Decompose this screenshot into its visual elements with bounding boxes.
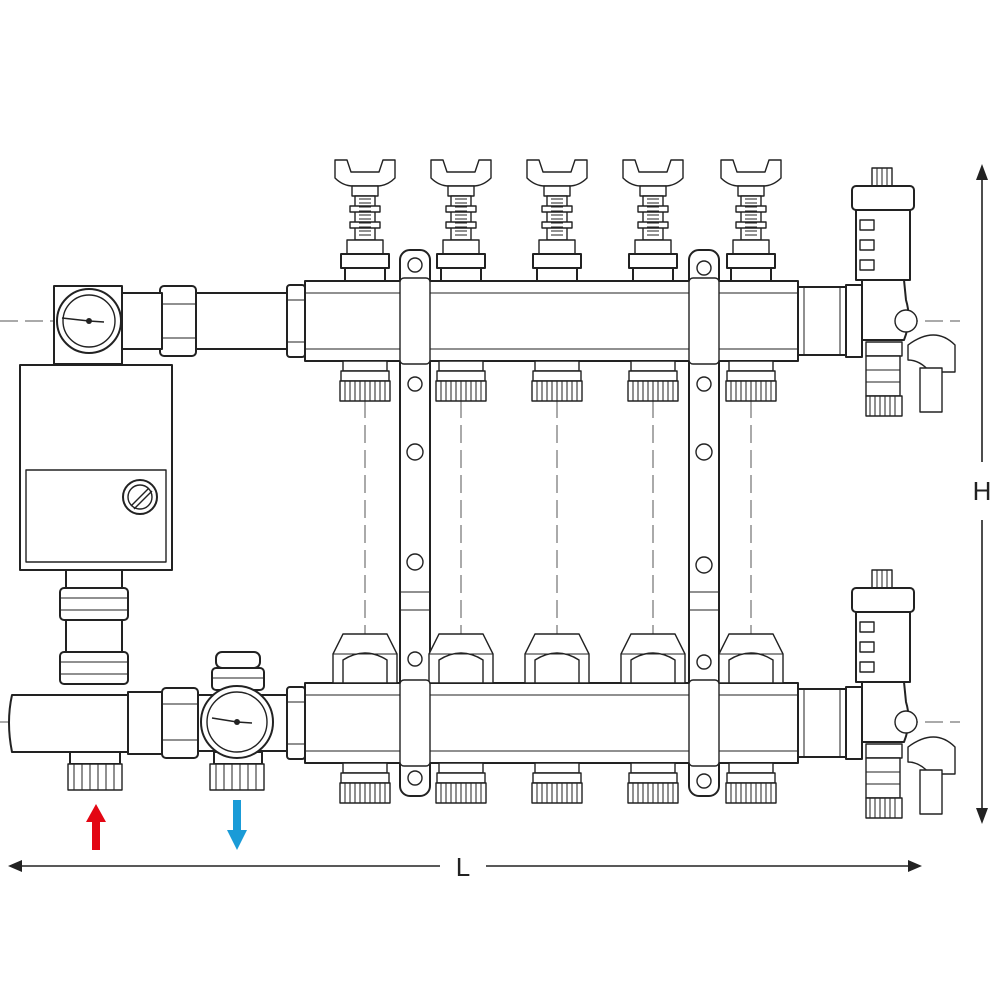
air-vent-top [851,167,956,417]
flow-meter-valve [720,159,782,282]
circuit-outlet [435,762,487,804]
return-pressure-gauge [200,685,274,759]
arrow-up-icon [86,804,106,850]
supply-inlet-pipe [119,284,306,358]
arrow-down-icon [227,800,247,850]
bracket-straps [399,277,720,767]
return-end-fitting [797,686,863,760]
supply-end-fitting [797,284,863,358]
mounting-bracket-left [399,249,431,797]
circuit-outlet [339,360,391,402]
circuit-outlet [531,360,583,402]
return-valve-caps [332,633,784,684]
circuit-outlet [339,762,391,804]
length-dimension: L [8,852,922,882]
air-vent-bottom [851,569,956,819]
return-valve-cap [428,633,494,684]
circuit-outlet [725,360,777,402]
pump-riser-pipe [59,569,129,685]
circuit-outlets [339,360,777,804]
circuit-outlet [435,360,487,402]
return-manifold-bar [304,682,799,764]
flow-meter-valve [622,159,684,282]
circulation-pump [19,364,173,571]
return-valve-cap [332,633,398,684]
return-valve-cap [620,633,686,684]
flow-meter-valve [334,159,396,282]
height-label: H [973,476,992,506]
circuit-outlet [725,762,777,804]
mounting-bracket-right [688,249,720,797]
length-label: L [456,852,470,882]
supply-pressure-gauge [53,285,123,365]
circuit-outlet [627,762,679,804]
supply-manifold-bar [304,280,799,362]
flow-meter-valve [430,159,492,282]
return-valve-cap [718,633,784,684]
flow-meter-valve [526,159,588,282]
return-valve-cap [524,633,590,684]
flow-meter-valves [334,159,782,282]
height-dimension: H [973,164,992,824]
circuit-outlet [627,360,679,402]
circuit-outlet [531,762,583,804]
